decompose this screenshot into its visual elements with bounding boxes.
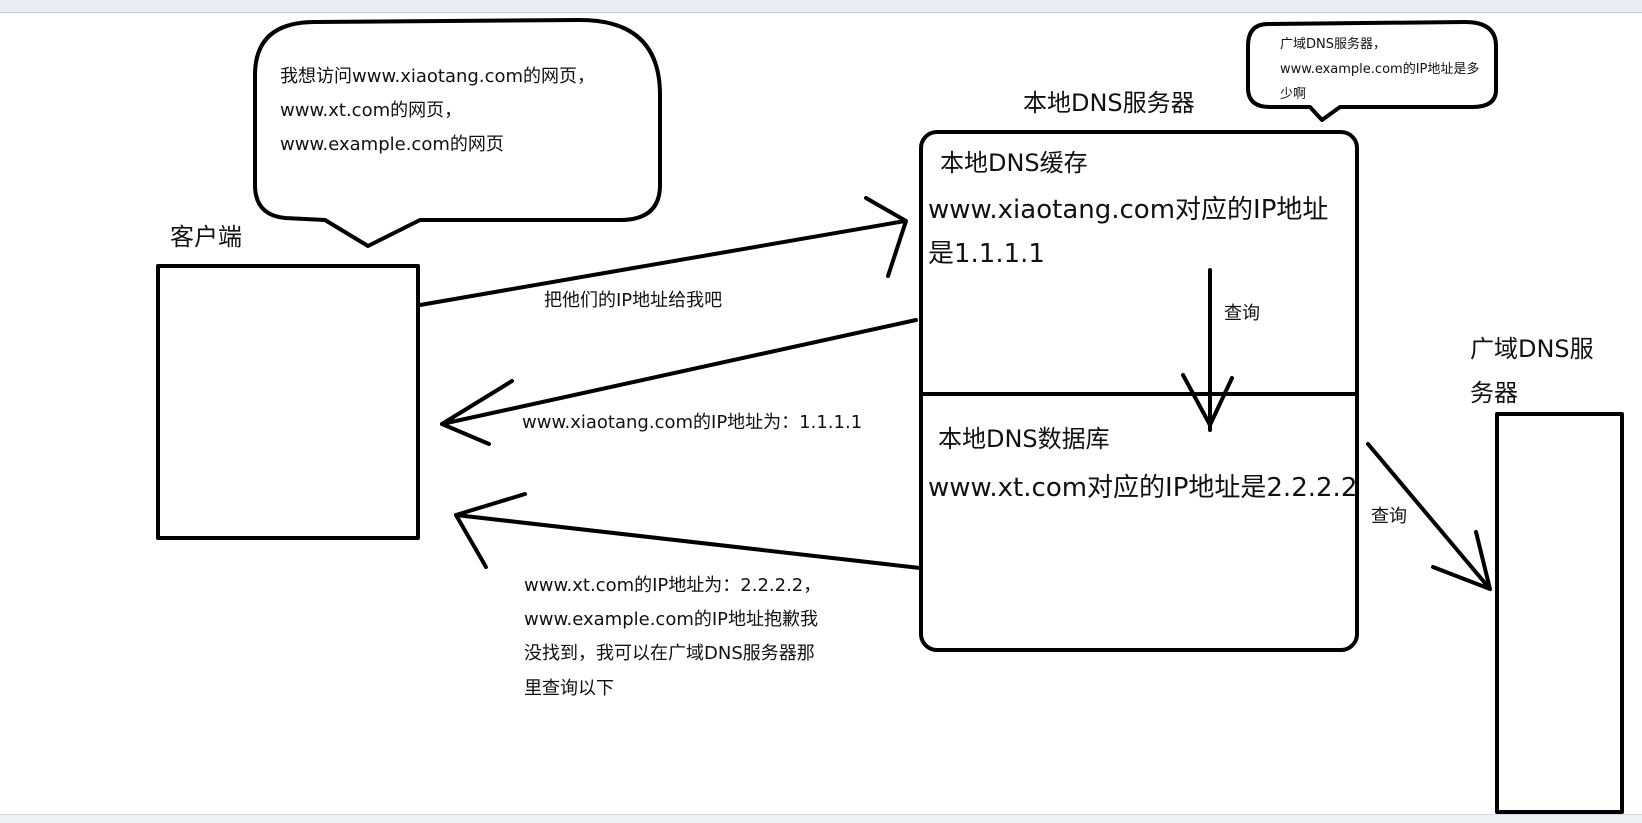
internal-query-label: 查询	[1224, 303, 1260, 324]
bottom-ruler	[0, 814, 1642, 823]
local-dns-box	[919, 130, 1359, 652]
reply-db-line: www.example.com的IP地址抱歉我	[524, 609, 819, 630]
reply-db-arrow-line	[454, 513, 922, 570]
reply-db-line: 没找到，我可以在广域DNS服务器那	[524, 643, 815, 664]
wan-query-speech-line: 少啊	[1280, 87, 1307, 102]
wan-dns-title-line: 广域DNS服	[1470, 335, 1594, 363]
wan-query-speech-line: www.example.com的IP地址是多	[1280, 62, 1480, 77]
reply-cache-arrow-line	[440, 318, 918, 426]
wan-query-speech-bubble	[1246, 20, 1498, 122]
database-line: www.xt.com对应的IP地址是2.2.2.2	[928, 473, 1358, 503]
cache-line: www.xiaotang.com对应的IP地址	[928, 195, 1329, 225]
reply-db-line: www.xt.com的IP地址为：2.2.2.2，	[524, 575, 822, 596]
request-label: 把他们的IP地址给我吧	[544, 290, 723, 311]
wan-dns-box	[1495, 412, 1624, 814]
reply-cache-arrowhead	[440, 379, 514, 446]
request-arrow-line	[418, 219, 907, 307]
internal-query-arrowhead	[1181, 373, 1234, 427]
reply-db-line: 里查询以下	[524, 678, 614, 699]
client-speech-line: www.example.com的网页	[280, 134, 504, 155]
wan-query-arrowhead	[1431, 530, 1492, 591]
client-speech-bubble	[253, 18, 662, 248]
local-dns-title: 本地DNS服务器	[1023, 89, 1195, 117]
client-speech-line: www.xt.com的网页，	[280, 100, 463, 121]
wan-query-label: 查询	[1371, 506, 1407, 527]
reply-db-arrowhead	[454, 492, 527, 569]
client-title: 客户端	[170, 223, 242, 251]
database-title: 本地DNS数据库	[938, 425, 1110, 453]
wan-dns-title-line: 务器	[1470, 379, 1518, 407]
client-box	[156, 264, 420, 540]
wan-query-speech-line: 广域DNS服务器，	[1280, 37, 1386, 52]
cache-line: 是1.1.1.1	[928, 239, 1045, 269]
wan-query-arrow-line	[1366, 442, 1492, 591]
client-speech-line: 我想访问www.xiaotang.com的网页，	[280, 66, 596, 87]
request-arrowhead	[864, 196, 908, 278]
cache-title: 本地DNS缓存	[940, 149, 1088, 177]
top-ruler	[0, 0, 1642, 13]
reply-cache-label: www.xiaotang.com的IP地址为：1.1.1.1	[522, 412, 863, 433]
